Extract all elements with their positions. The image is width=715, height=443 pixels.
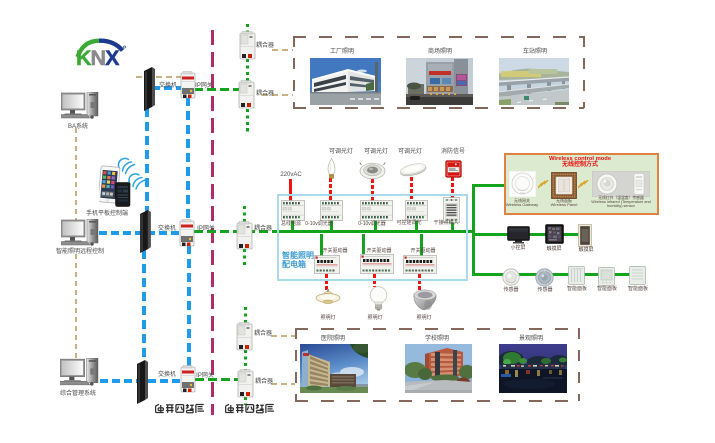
svg-text:KNX: KNX [76,46,120,68]
